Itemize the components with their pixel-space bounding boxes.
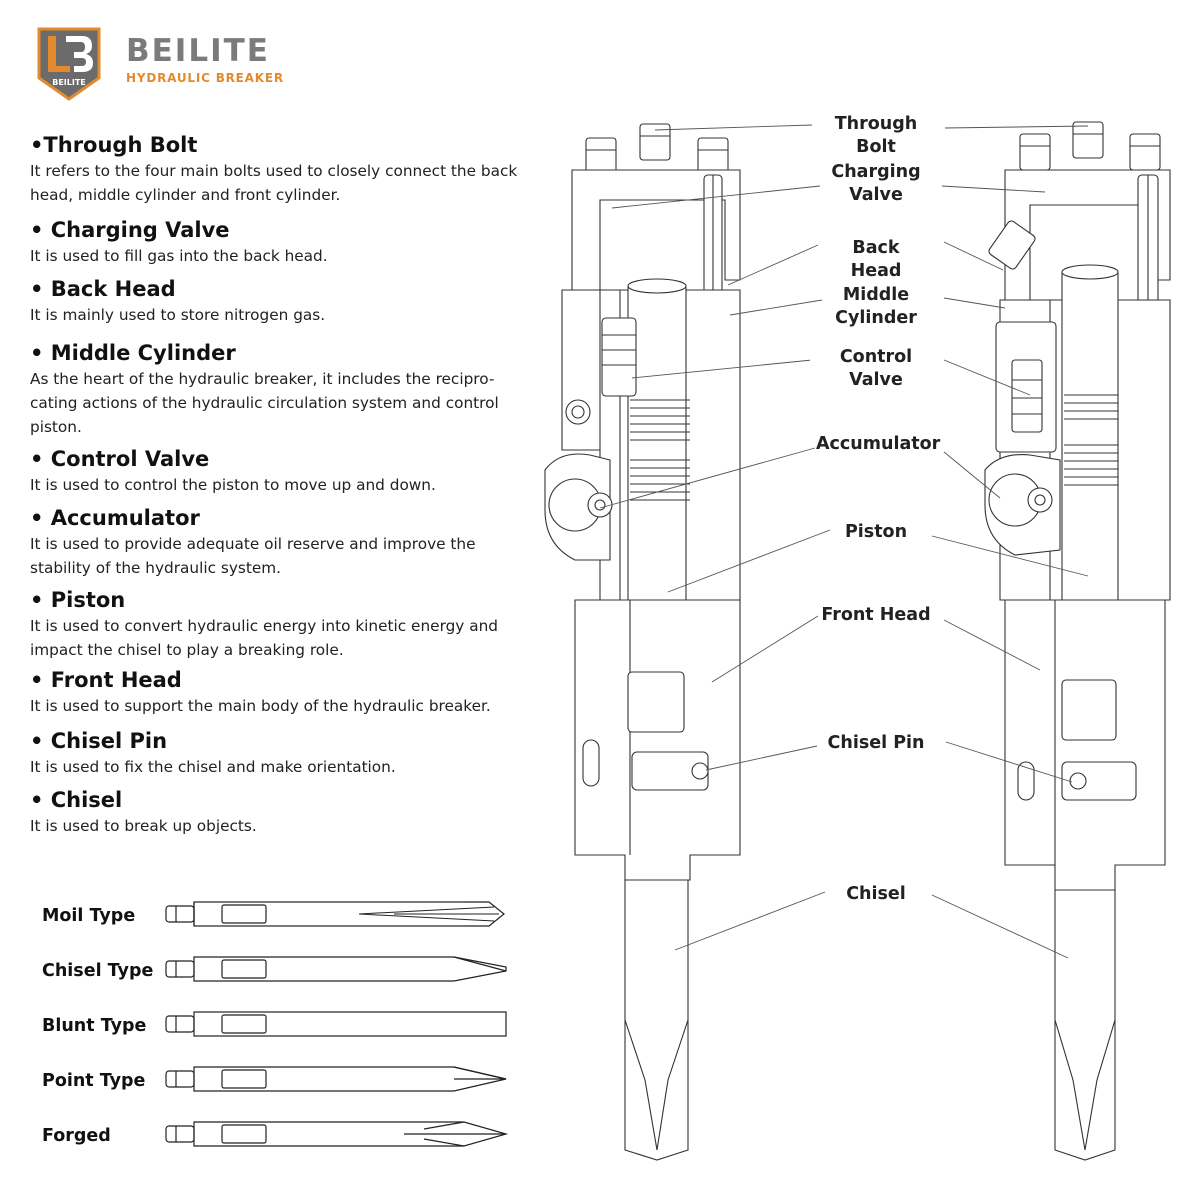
brand-tagline: HYDRAULIC BREAKER: [126, 71, 284, 85]
callout-accumulator: Accumulator: [816, 433, 941, 456]
chisel-type-point: Point Type: [40, 1059, 520, 1099]
blunt-chisel-icon: [165, 1011, 507, 1037]
part-chisel-pin: • Chisel Pin It is used to fix the chise…: [30, 728, 520, 779]
part-title: • Front Head: [30, 668, 182, 692]
part-title: • Chisel: [30, 788, 123, 812]
part-front-head: • Front Head It is used to support the m…: [30, 667, 520, 718]
part-through-bolt: •Through Bolt It refers to the four main…: [30, 132, 520, 207]
part-desc: It is used to fill gas into the back hea…: [30, 247, 328, 265]
callout-back-head: Back Head: [824, 237, 928, 283]
callout-control-valve: Control Valve: [810, 346, 942, 392]
right-breaker-illustration: [984, 121, 1171, 1161]
part-desc: It is used to convert hydraulic energy i…: [30, 617, 498, 659]
callout-through-bolt: Through Bolt: [814, 113, 938, 159]
part-title: • Accumulator: [30, 506, 200, 530]
part-title: • Charging Valve: [30, 218, 230, 242]
chisel-type-chisel: Chisel Type: [40, 949, 520, 989]
part-desc: It is used to break up objects.: [30, 817, 257, 835]
breaker-drawings: [544, 121, 1171, 1161]
part-title: • Back Head: [30, 277, 176, 301]
part-title: • Chisel Pin: [30, 729, 168, 753]
chisel-type-label: Chisel Type: [42, 961, 154, 981]
part-chisel: • Chisel It is used to break up objects.: [30, 787, 520, 838]
chisel-type-label: Moil Type: [42, 906, 136, 926]
chisel-type-moil: Moil Type: [40, 894, 520, 934]
part-piston: • Piston It is used to convert hydraulic…: [30, 587, 520, 662]
breaker-diagram: Through Bolt Charging Valve Back Head Mi…: [530, 100, 1200, 1200]
chisel-type-label: Forged: [42, 1126, 111, 1146]
chisel-type-blunt: Blunt Type: [40, 1004, 520, 1044]
part-title: • Piston: [30, 588, 126, 612]
chisel-type-label: Point Type: [42, 1071, 146, 1091]
forged-chisel-icon: [165, 1121, 509, 1147]
part-accumulator: • Accumulator It is used to provide adeq…: [30, 505, 520, 580]
leader-lines: [599, 124, 1089, 959]
chisel-type-forged: Forged: [40, 1114, 520, 1154]
part-middle-cylinder: • Middle Cylinder As the heart of the hy…: [30, 340, 520, 439]
callout-front-head: Front Head: [820, 604, 932, 627]
part-title: • Middle Cylinder: [30, 341, 236, 365]
part-desc: It refers to the four main bolts used to…: [30, 162, 518, 204]
part-desc: It is used to control the piston to move…: [30, 476, 436, 494]
brand-name: BEILITE: [126, 33, 270, 69]
callout-chisel-pin: Chisel Pin: [826, 732, 926, 755]
part-title: •Through Bolt: [30, 133, 198, 157]
part-desc: It is mainly used to store nitrogen gas.: [30, 306, 326, 324]
callout-chisel: Chisel: [836, 883, 916, 906]
part-desc: It is used to support the main body of t…: [30, 697, 491, 715]
brand: BEILITE HYDRAULIC BREAKER: [126, 33, 284, 86]
part-title: • Control Valve: [30, 447, 210, 471]
part-control-valve: • Control Valve It is used to control th…: [30, 446, 520, 497]
logo-text: BEILITE: [52, 78, 86, 87]
part-charging-valve: • Charging Valve It is used to fill gas …: [30, 217, 520, 268]
part-desc: It is used to provide adequate oil reser…: [30, 535, 476, 577]
part-desc: As the heart of the hydraulic breaker, i…: [30, 370, 499, 436]
callout-charging-valve: Charging Valve: [824, 161, 928, 207]
beilite-logo: BEILITE: [36, 26, 102, 102]
callout-piston: Piston: [836, 521, 916, 544]
flat-chisel-icon: [165, 956, 507, 982]
left-breaker-illustration: [544, 123, 741, 1161]
moil-chisel-icon: [165, 901, 514, 927]
shield-logo-icon: BEILITE: [37, 27, 101, 101]
callout-middle-cylinder: Middle Cylinder: [824, 284, 928, 330]
chisel-type-label: Blunt Type: [42, 1016, 147, 1036]
part-back-head: • Back Head It is mainly used to store n…: [30, 276, 520, 327]
point-chisel-icon: [165, 1066, 507, 1092]
part-desc: It is used to fix the chisel and make or…: [30, 758, 396, 776]
